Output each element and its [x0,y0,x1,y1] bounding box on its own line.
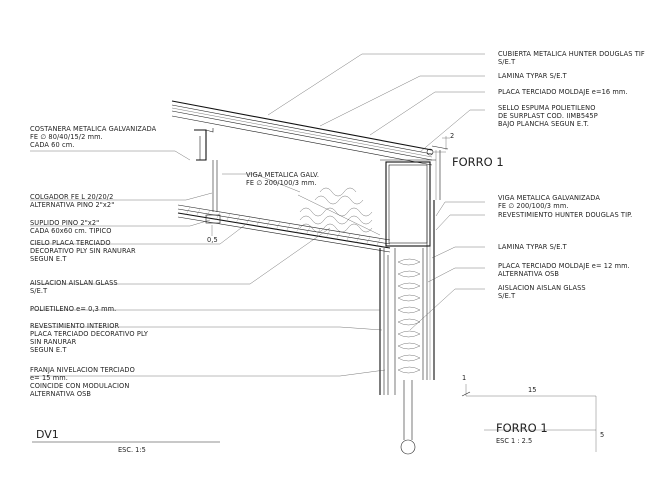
dim-15-label: 15 [528,386,537,394]
callout-r2: LAMINA TYPAR S/E.T [498,72,568,80]
callout-l5: SUPLIDO PINO 2"x2" [30,219,99,227]
detail-dimensions [211,136,450,236]
plywood-bottom [171,115,433,166]
plywood-top [171,110,433,161]
callout-l4: ALTERNATIVA PINO 2"x2" [30,201,114,209]
callout-l12: POLIETILENO e= 0,3 mm. [30,305,116,313]
callout-l6: CADA 60x60 cm. TIPICO [30,227,112,235]
eave-edge [431,145,449,150]
beam-label-2: FE ∅ 200/100/3 mm. [246,179,317,187]
callout-l8: DECORATIVO PLY SIN RANURAR [30,247,136,255]
furring-block [205,214,221,224]
callout-l10: AISLACION AISLAN GLASS [30,279,118,287]
callout-l7: CIELO PLACA TERCIADO [30,239,111,247]
callout-l0: COSTANERA METALICA GALVANIZADA [30,125,157,133]
callout-l3: COLGADOR FE L 20/20/2 [30,193,113,201]
callout-l11: S/E.T [30,287,48,295]
steel-beam [380,159,436,247]
right-scale: ESC 1 : 2.5 [496,437,532,445]
forro-scale-graphic [461,384,597,452]
left-scale: ESC. 1:5 [118,446,146,454]
purlin-section [194,128,214,161]
typar-layer [171,107,433,158]
callout-r6: BAJO PLANCHA SEGUN E.T. [498,120,589,128]
callout-l2: CADA 60 cm. [30,141,74,149]
left-callouts: COSTANERA METALICA GALVANIZADA FE ∅ 80/4… [30,125,157,398]
callout-r1: S/E.T [498,58,516,66]
forro-tag: FORRO 1 [452,155,504,169]
beam-outline [385,161,431,247]
callout-l18: e= 15 mm. [30,374,68,382]
wall-insulation [397,258,421,374]
beam-inner [388,164,428,244]
dim-1-label: 1 [462,374,466,382]
callout-r8: FE ∅ 200/100/3 mm. [498,202,569,210]
center-callouts: VIGA METALICA GALV. FE ∅ 200/100/3 mm. F… [207,132,504,244]
ceiling-hatching [185,206,381,248]
dim-5-label: 5 [600,431,604,439]
ceiling-ply [177,212,391,249]
purlin-outline [194,129,207,161]
beam-label-1: VIGA METALICA GALV. [246,171,319,179]
callout-r0: CUBIERTA METALICA HUNTER DOUGLAS TIF [498,50,645,58]
ceiling-top-line [177,204,391,241]
right-title: FORRO 1 [496,421,548,435]
callout-l19: COINCIDE CON MODULACION [30,382,129,390]
axis-bubble [400,439,416,455]
callout-r10: LAMINA TYPAR S/E.T [498,243,568,251]
callout-l16: SEGUN E.T [30,346,67,354]
callout-r9: REVESTIMIENTO HUNTER DOUGLAS TIP. [498,211,632,219]
leaders-left [30,150,386,377]
callout-l1: FE ∅ 80/40/15/2 mm. [30,133,103,141]
leaders-right [267,53,485,331]
callout-l15: SIN RANURAR [30,338,77,346]
ceiling-assembly [177,160,391,253]
roof-assembly [171,100,449,200]
callout-l20: ALTERNATIVA OSB [30,390,91,398]
right-callouts: CUBIERTA METALICA HUNTER DOUGLAS TIF S/E… [498,50,645,300]
callout-l14: PLACA TERCIADO DECORATIVO PLY [30,330,149,338]
dim-05-label: 0,5 [207,236,218,244]
left-title: DV1 [36,428,59,441]
callout-r13: AISLACION AISLAN GLASS [498,284,586,292]
purlin-lip [205,128,214,133]
callout-r12: ALTERNATIVA OSB [498,270,559,278]
roof-sheet-top [171,100,433,151]
callout-r14: S/E.T [498,292,516,300]
ceiling-insulation [297,187,381,236]
callout-l9: SEGUN E.T [30,255,67,263]
wall-assembly [379,200,435,455]
callout-l13: REVESTIMIENTO INTERIOR [30,322,120,330]
dim-2-label: 2 [450,132,454,140]
callout-r3: PLACA TERCIADO MOLDAJE e=16 mm. [498,88,628,96]
callout-r7: VIGA METALICA GALVANIZADA [498,194,600,202]
roof-sheet-under [171,104,433,155]
callout-r4: SELLO ESPUMA POLIETILENO [498,104,595,112]
drawing-titles: DV1 ESC. 1:5 FORRO 1 ESC 1 : 2.5 1 15 5 [36,374,604,454]
callout-l17: FRANJA NIVELACION TERCIADO [30,366,135,374]
callout-r11: PLACA TERCIADO MOLDAJE e= 12 mm. [498,262,630,270]
callout-r5: DE SURPLAST COD. IIMB545P [498,112,598,120]
